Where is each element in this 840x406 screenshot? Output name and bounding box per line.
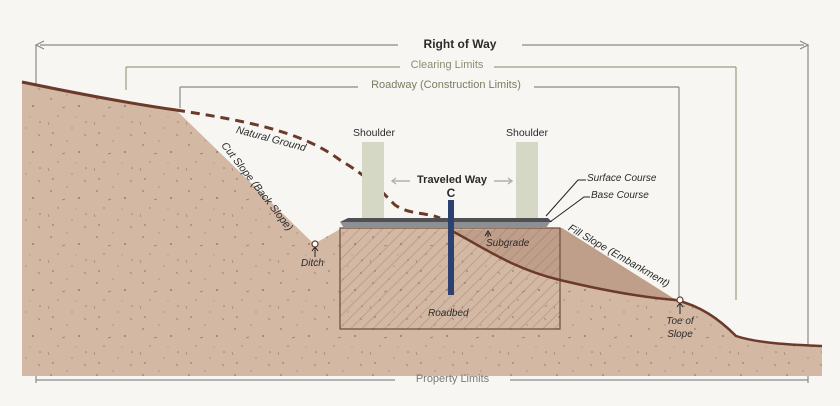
ground-surface-line [21, 80, 177, 112]
base-course-layer [340, 222, 550, 228]
shoulder-left-marker [362, 142, 384, 222]
subgrade-label: Subgrade [486, 238, 530, 249]
clearing-limits-frame [125, 66, 737, 300]
surface-course-layer [340, 218, 552, 222]
toe-of-slope-label-line1: Toe of [666, 316, 694, 327]
clearing-limits-label: Clearing Limits [410, 59, 484, 71]
callout-lines [311, 179, 684, 314]
roadway-limits-frame [179, 86, 680, 300]
ditch-label: Ditch [301, 258, 324, 269]
shoulder-left-label: Shoulder [352, 127, 396, 139]
surface-course-label: Surface Course [587, 173, 657, 184]
ditch-point [311, 240, 319, 248]
roadbed-label: Roadbed [428, 308, 469, 319]
property-limits-label: Property Limits [415, 373, 490, 385]
centerline-bar [448, 200, 454, 295]
base-course-label: Base Course [591, 190, 649, 201]
traveled-way-label: Traveled Way [417, 174, 487, 186]
toe-of-slope-point [676, 296, 684, 304]
natural-ground-dashed-line [175, 108, 441, 220]
shoulder-right-label: Shoulder [505, 127, 549, 139]
ground-surface-line-right [675, 298, 823, 348]
toe-of-slope-label-line2: Slope [667, 329, 693, 340]
shoulder-right-marker [516, 142, 538, 222]
natural-ground-under-road [449, 228, 677, 302]
centerline-symbol-icon: C [446, 186, 456, 200]
roadway-limits-label: Roadway (Construction Limits) [371, 79, 521, 91]
dimension-arrow-icon [390, 177, 514, 185]
right-of-way-label: Right of Way [423, 37, 497, 51]
